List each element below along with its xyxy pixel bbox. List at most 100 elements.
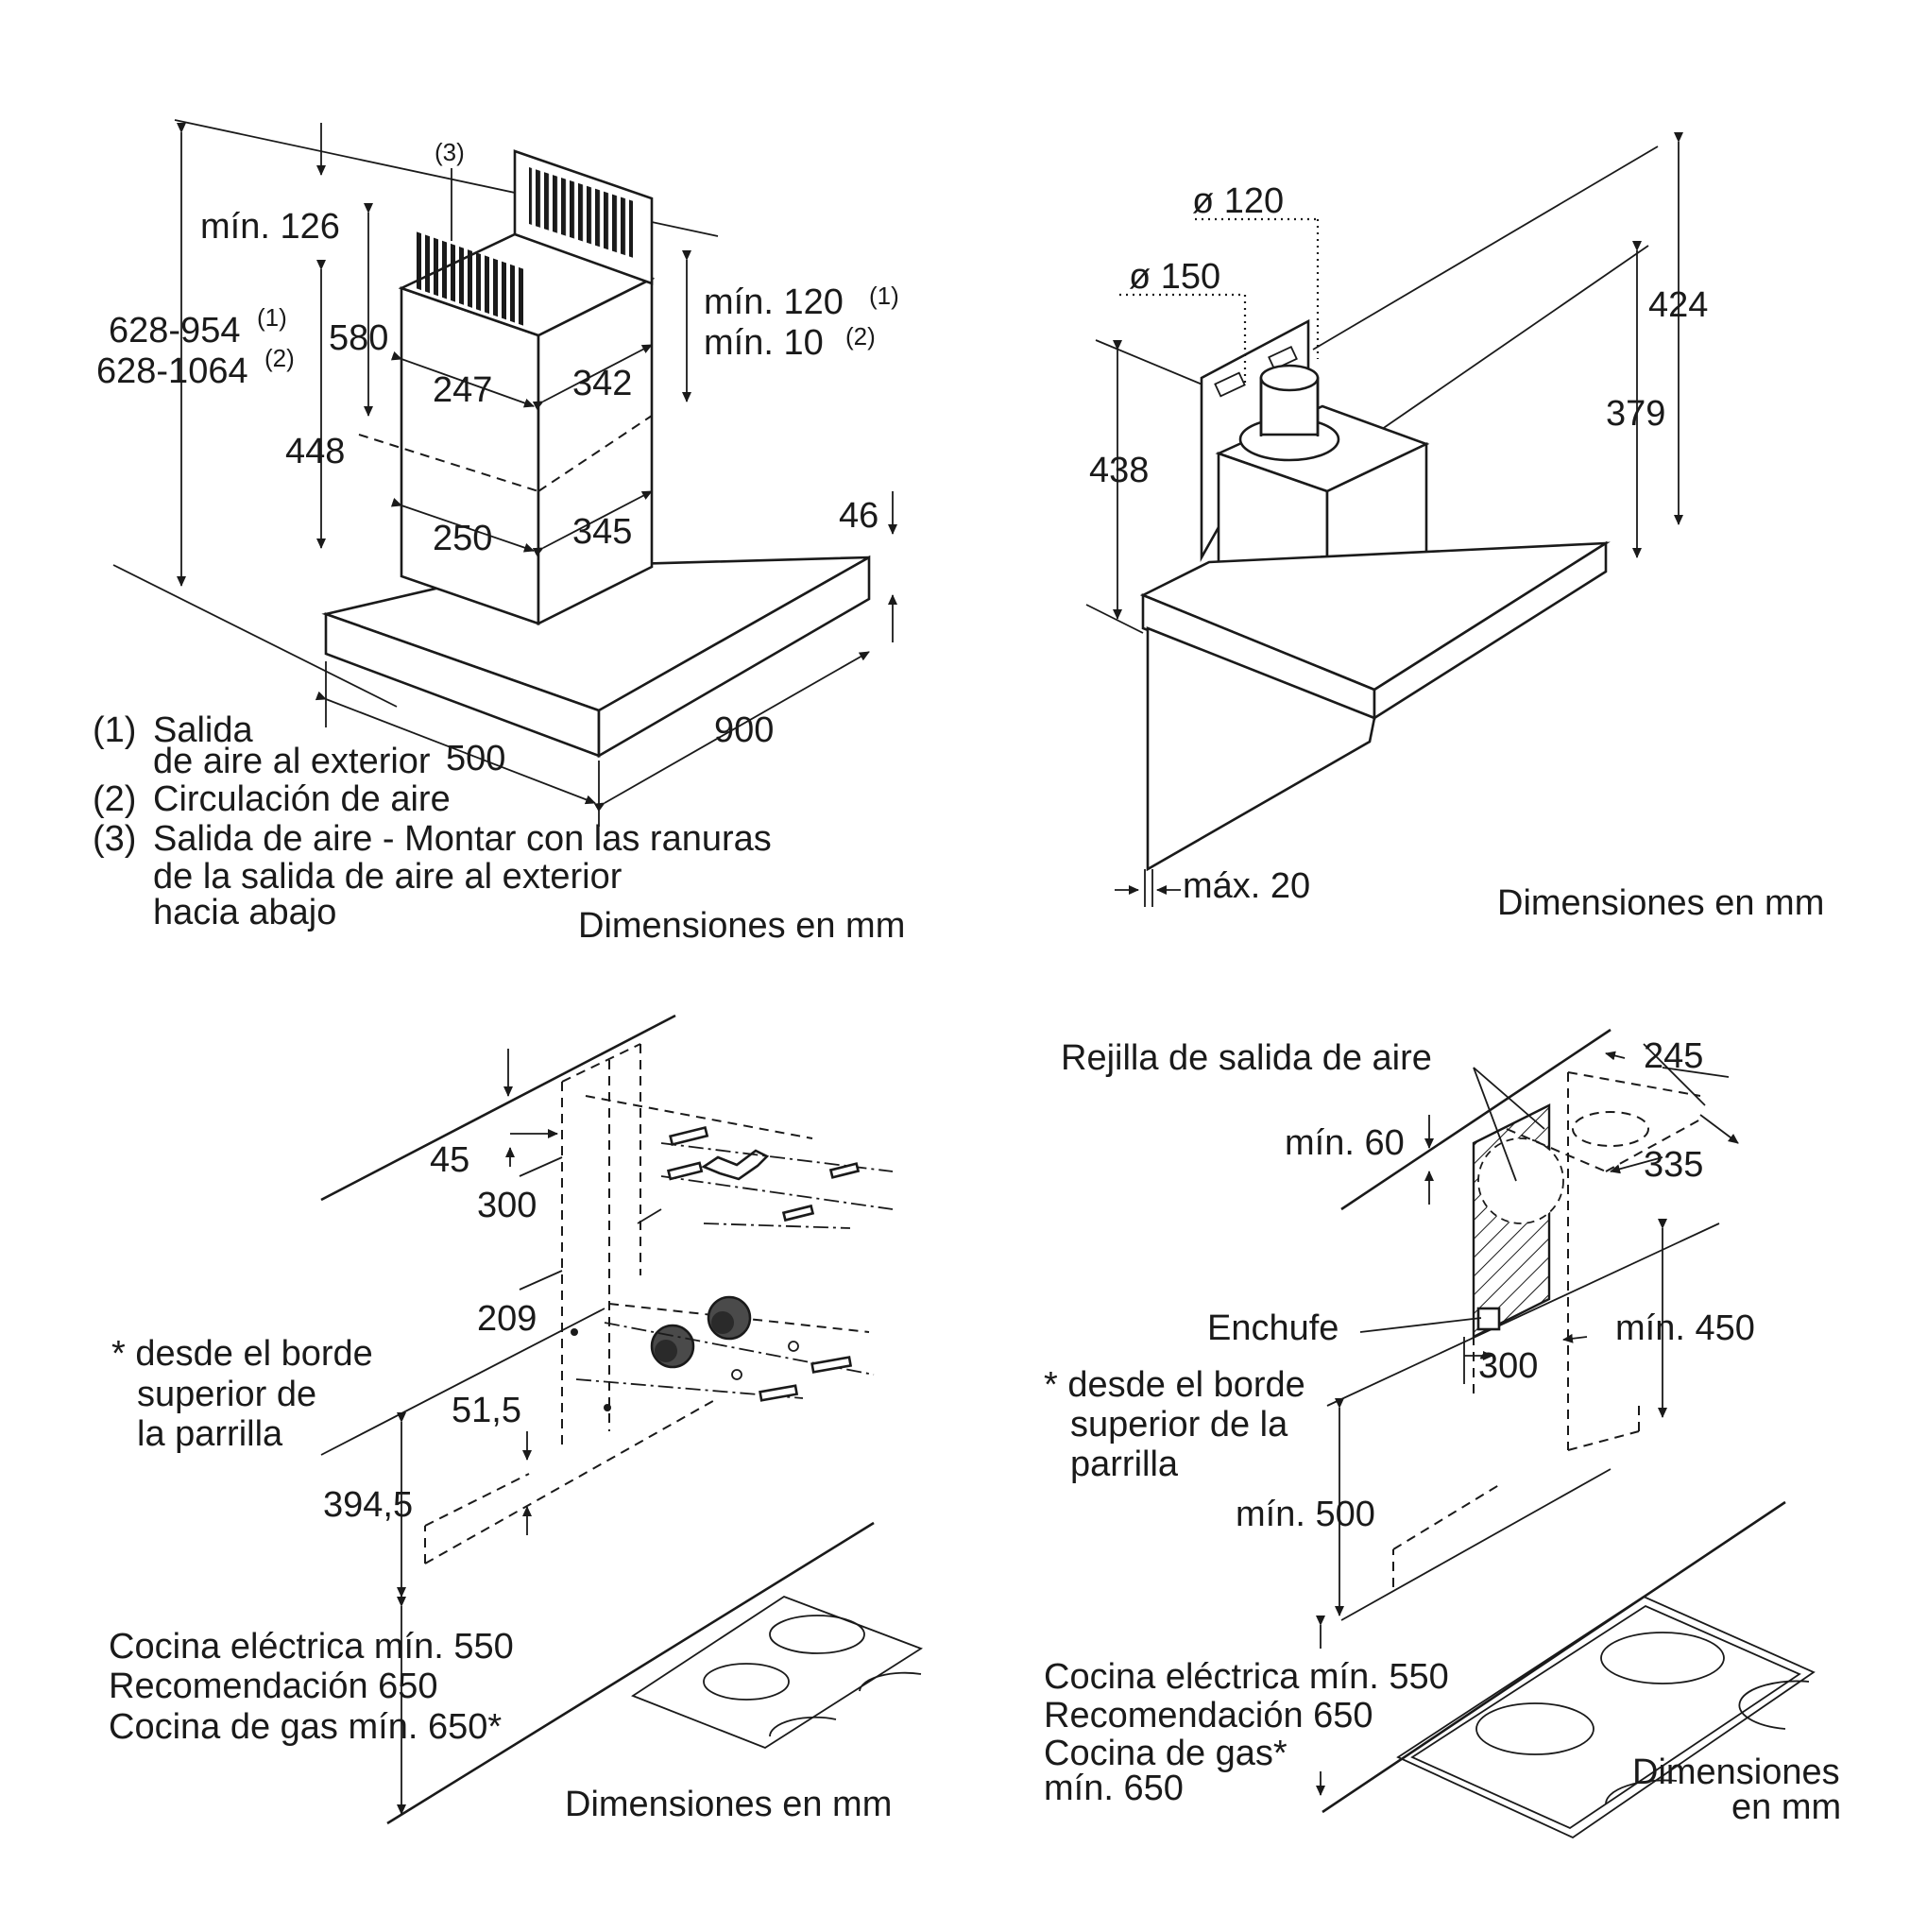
legend-3-line1: Salida de aire - Montar con las ranuras (153, 819, 772, 859)
dim-245-left (1605, 1051, 1626, 1061)
label-250: 250 (433, 519, 492, 558)
panel-wall-mounting: 45 300 209 51,5 394,5 * desde el borde s… (109, 1014, 923, 1825)
legend-2-num: (2) (93, 779, 136, 819)
label-394-5: 394,5 (323, 1485, 413, 1525)
cooktop-recommendation: Recomendación 650 (109, 1667, 438, 1706)
rejilla-leader-2 (1473, 1067, 1545, 1130)
label-min120: mín. 120 (704, 282, 844, 322)
label-345: 345 (572, 512, 632, 552)
floor-reference-line (112, 564, 398, 708)
panel-hood-side-view: ø 120 ø 150 424 379 438 máx. 20 Dimensio… (1085, 132, 1824, 923)
units-label: Dimensiones en mm (578, 906, 905, 946)
label-min450: mín. 450 (1615, 1308, 1755, 1348)
label-min120-sup: (1) (869, 282, 899, 310)
vent-slots-back (529, 166, 633, 258)
wall-plugs (575, 1295, 875, 1402)
label-51-5: 51,5 (452, 1391, 521, 1430)
dim-250 (390, 498, 535, 553)
cooktop-gas: Cocina de gas mín. 650* (109, 1707, 502, 1747)
note-line3: la parrilla (137, 1414, 283, 1454)
legend-1-line1: Salida (153, 710, 253, 750)
hood-canopy-side (1139, 540, 1611, 872)
label-range2-sup: (2) (264, 344, 295, 372)
motor-housing (1215, 364, 1430, 607)
cooktop-gas-min: mín. 650 (1044, 1769, 1184, 1808)
ceiling-line (1340, 1028, 1612, 1211)
note-line1: * desde el borde (111, 1334, 373, 1374)
label-enchufe: Enchufe (1207, 1308, 1339, 1348)
legend-3-line2: de la salida de aire al exterior (153, 857, 622, 897)
ceiling-line (1312, 145, 1659, 350)
label-min10-sup: (2) (845, 322, 876, 350)
label-300: 300 (477, 1186, 537, 1225)
label-range2: 628-1064 (96, 351, 248, 391)
note-line2: superior de (137, 1375, 316, 1414)
note-line1: * desde el borde (1044, 1365, 1305, 1405)
label-424: 424 (1648, 285, 1708, 325)
label-dia120: ø 120 (1192, 181, 1284, 221)
label-438: 438 (1089, 451, 1149, 490)
mounting-bracket (660, 1125, 894, 1229)
label-rejilla: Rejilla de salida de aire (1061, 1038, 1432, 1078)
label-448: 448 (285, 432, 345, 471)
worktop-line (1322, 1500, 1786, 1814)
enchufe-leader (1359, 1317, 1482, 1333)
units-label: Dimensiones en mm (565, 1785, 892, 1824)
panel-chimney-hood-dimensions: (3) mín. 126 580 628-954 (1) 628-1064 (2… (93, 119, 905, 946)
dim-245-right (1643, 1043, 1706, 1106)
legend: (1) Salida de aire al exterior (2) Circu… (93, 710, 772, 932)
label-379: 379 (1606, 394, 1665, 434)
label-900: 900 (714, 710, 774, 750)
label-580: 580 (329, 318, 388, 358)
cooktop-electric: Cocina eléctrica mín. 550 (1044, 1657, 1449, 1697)
label-range1-sup: (1) (257, 303, 287, 332)
note-line3: parrilla (1070, 1445, 1179, 1484)
units-label-line1: Dimensiones (1632, 1752, 1840, 1792)
units-label-line2: en mm (1731, 1787, 1841, 1827)
dim-335-arrow (1610, 1156, 1663, 1174)
dim-900 (593, 651, 870, 812)
dim-345 (532, 490, 653, 557)
outlet-clear-zone (1472, 1103, 1564, 1339)
dim-247 (390, 350, 535, 408)
rejilla-leader-1 (1473, 1067, 1517, 1182)
worktop-line (386, 1521, 875, 1825)
legend-3-num: (3) (93, 819, 136, 859)
panel-clearances: Rejilla de salida de aire 245 mín. 60 33… (1044, 1028, 1841, 1839)
ceiling-line-2 (1359, 245, 1649, 445)
ceiling-line (320, 1014, 676, 1202)
dim-342 (532, 344, 653, 411)
cooktop-electric: Cocina eléctrica mín. 550 (109, 1627, 514, 1667)
label-245: 245 (1644, 1036, 1703, 1076)
label-342: 342 (572, 364, 632, 403)
label-46: 46 (839, 496, 878, 536)
label-500: 500 (446, 739, 505, 778)
dim-300-leader (519, 1156, 563, 1177)
legend-2-line1: Circulación de aire (153, 779, 451, 819)
label-300: 300 (1478, 1346, 1538, 1386)
label-335: 335 (1644, 1145, 1703, 1185)
dim-209-leader (519, 1270, 563, 1291)
cooktop (631, 1595, 923, 1750)
label-209: 209 (477, 1299, 537, 1339)
units-label: Dimensiones en mm (1497, 883, 1824, 923)
label-min10: mín. 10 (704, 323, 824, 363)
legend-3-line3: hacia abajo (153, 893, 336, 932)
legend-1-num: (1) (93, 710, 136, 750)
vent-slots-front (416, 231, 524, 326)
dim-500 (315, 691, 596, 805)
hood-outline-dashed (424, 1043, 870, 1564)
label-min126: mín. 126 (200, 207, 340, 247)
label-min60: mín. 60 (1285, 1123, 1405, 1163)
cooktop (1396, 1595, 1816, 1839)
label-45: 45 (430, 1140, 469, 1180)
cooktop-recommendation: Recomendación 650 (1044, 1696, 1373, 1735)
label-min500: mín. 500 (1236, 1495, 1375, 1534)
dim-300-right (1562, 1333, 1588, 1343)
label-note3: (3) (435, 138, 465, 166)
label-dia150: ø 150 (1129, 257, 1220, 297)
label-range1: 628-954 (109, 311, 240, 350)
legend-1-line2: de aire al exterior (153, 742, 431, 781)
note-line2: superior de la (1070, 1405, 1288, 1445)
